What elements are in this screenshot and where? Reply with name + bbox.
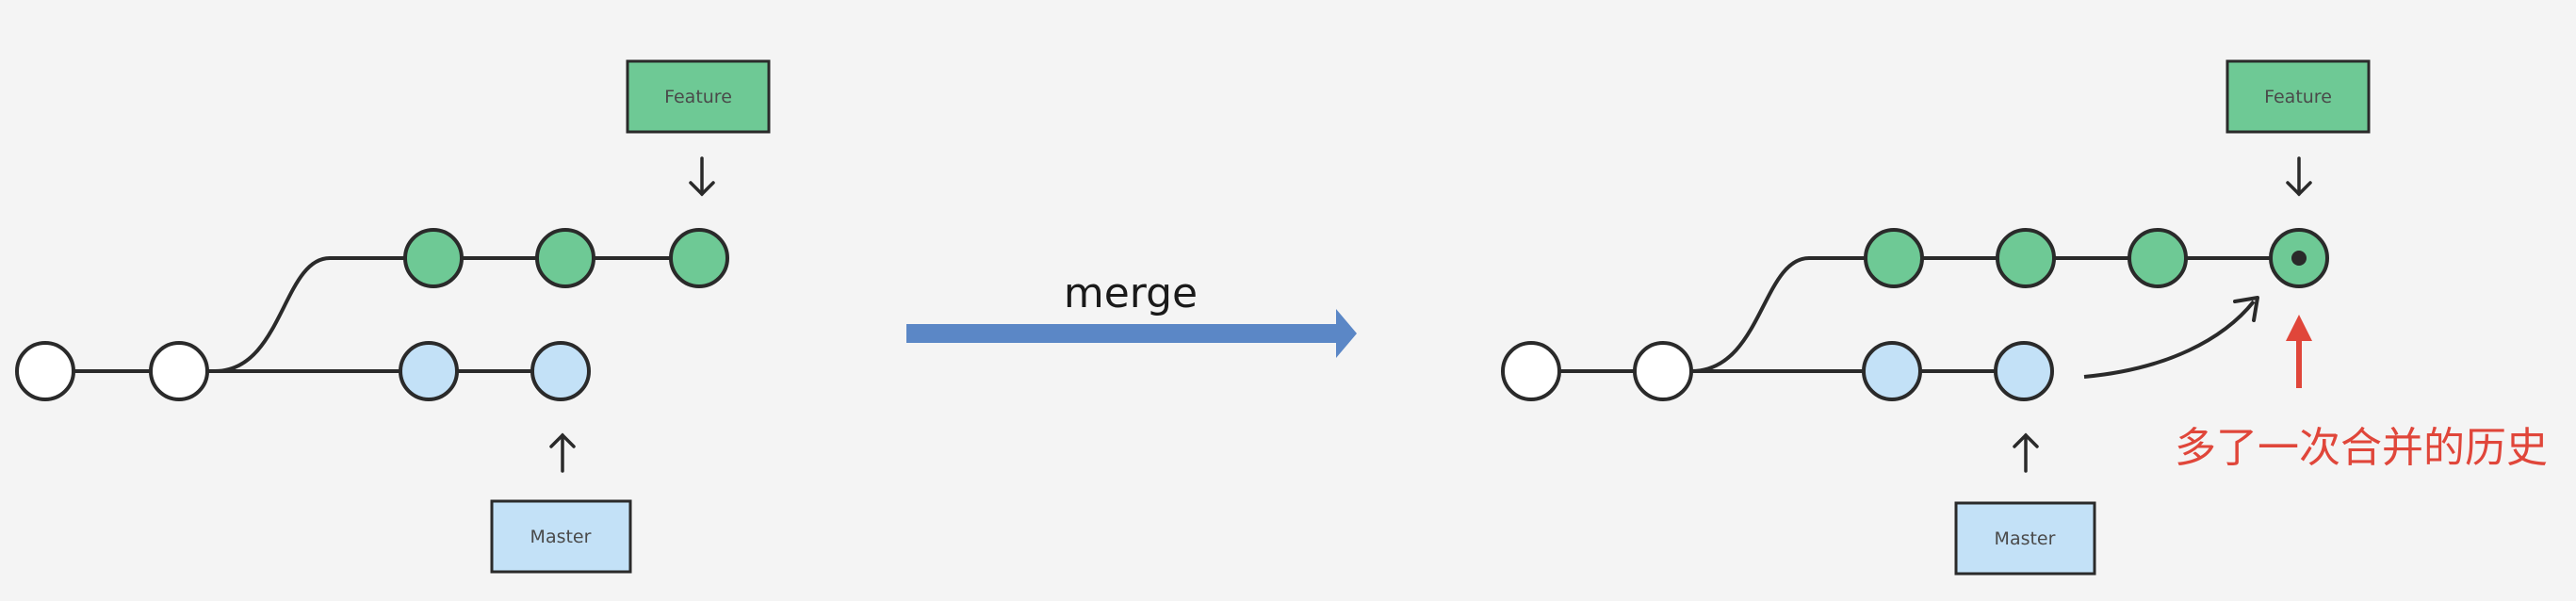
merge-arrow-head: [1336, 309, 1357, 358]
merge-curve: [2083, 300, 2256, 379]
feature-label: Feature: [664, 87, 732, 107]
after-graph: Feature Master 多了一次合并的历史: [1501, 59, 2548, 576]
commit-master-2: [530, 341, 591, 401]
commit-base-2: [149, 341, 209, 401]
commit-master-1: [399, 341, 459, 401]
commit-feature-2: [1996, 228, 2056, 288]
commit-feature-1: [1864, 228, 1924, 288]
merge-history-note: 多了一次合并的历史: [2175, 424, 2548, 472]
commit-master-1: [1862, 341, 1922, 401]
master-label: Master: [530, 527, 592, 547]
branch-curve: [214, 256, 702, 373]
before-graph: Feature Master: [15, 59, 771, 574]
branch-curve-after: [1690, 256, 2299, 373]
commit-base-2: [1633, 341, 1693, 401]
feature-label-box: Feature: [626, 59, 771, 134]
commit-feature-1: [403, 228, 464, 288]
feature-pointer-arrow: [2286, 156, 2312, 197]
red-arrow: [2286, 315, 2312, 388]
merge-transition: merge: [906, 269, 1357, 358]
feature-label: Feature: [2264, 87, 2332, 107]
master-label-box: Master: [490, 499, 632, 574]
master-label-box: Master: [1954, 501, 2096, 576]
feature-pointer-arrow: [689, 156, 715, 197]
merge-commit-dot: [2291, 251, 2307, 266]
master-label: Master: [1995, 528, 2056, 549]
commit-feature-3: [669, 228, 729, 288]
commit-base-1: [1501, 341, 1561, 401]
commit-feature-2: [535, 228, 595, 288]
commit-base-1: [15, 341, 75, 401]
feature-label-box: Feature: [2225, 59, 2371, 134]
commit-feature-3: [2128, 228, 2188, 288]
master-pointer-arrow: [549, 432, 576, 473]
merge-label: merge: [1064, 269, 1198, 317]
commit-master-2: [1994, 341, 2054, 401]
master-pointer-arrow: [2013, 432, 2039, 473]
merge-curve-head: [2233, 296, 2259, 322]
